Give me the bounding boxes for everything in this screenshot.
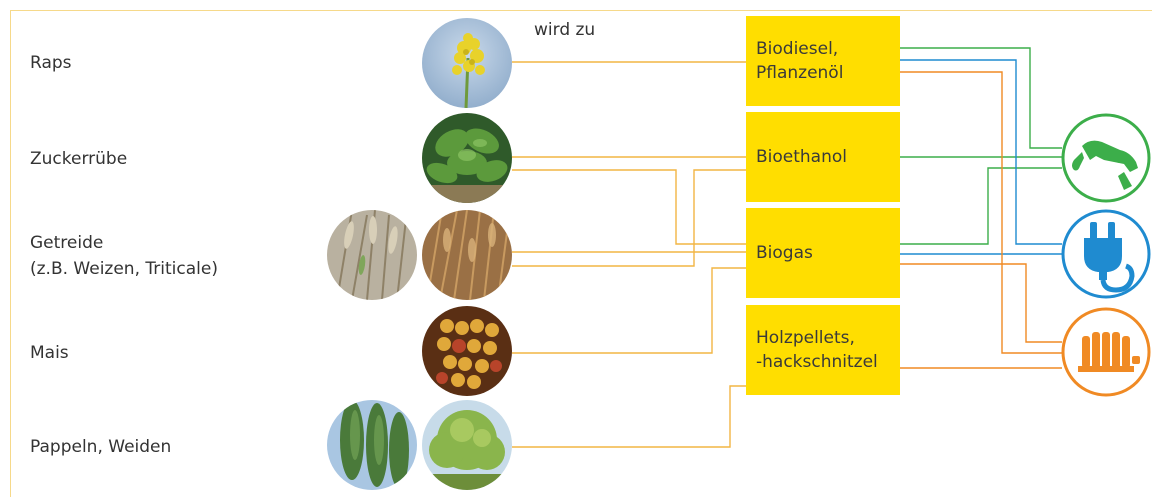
line-biogas-fuel [900,168,1062,244]
product-holz-line2: -hackschnitzel [756,350,900,374]
photo-zuckerruebe [422,113,512,203]
product-biogas: Biogas [746,208,900,298]
product-bioethanol: Bioethanol [746,112,900,202]
line-mais-biogas [512,268,746,353]
photo-mais [422,306,512,396]
photo-raps [422,18,512,108]
product-bioethanol-line1: Bioethanol [756,145,900,169]
line-zuckerruebe-biogas [512,170,746,244]
power-plug-icon [1060,208,1152,300]
line-biodiesel-fuel [900,48,1062,148]
line-biogas-heat [900,264,1062,342]
product-holz: Holzpellets, -hackschnitzel [746,305,900,395]
product-biodiesel: Biodiesel, Pflanzenöl [746,16,900,106]
photo-pappeln [327,400,417,490]
photo-weiden [422,400,512,490]
line-biodiesel-heat [900,72,1062,353]
radiator-icon [1060,306,1152,398]
photo-getreide-2 [422,210,512,300]
product-biogas-line1: Biogas [756,241,900,265]
photo-getreide-1 [327,210,417,300]
fuel-pump-icon [1060,112,1152,204]
product-biodiesel-line1: Biodiesel, [756,37,900,61]
product-biodiesel-line2: Pflanzenöl [756,61,900,85]
line-pappeln-holz [512,386,746,447]
line-biodiesel-power [900,60,1062,244]
product-holz-line1: Holzpellets, [756,326,900,350]
